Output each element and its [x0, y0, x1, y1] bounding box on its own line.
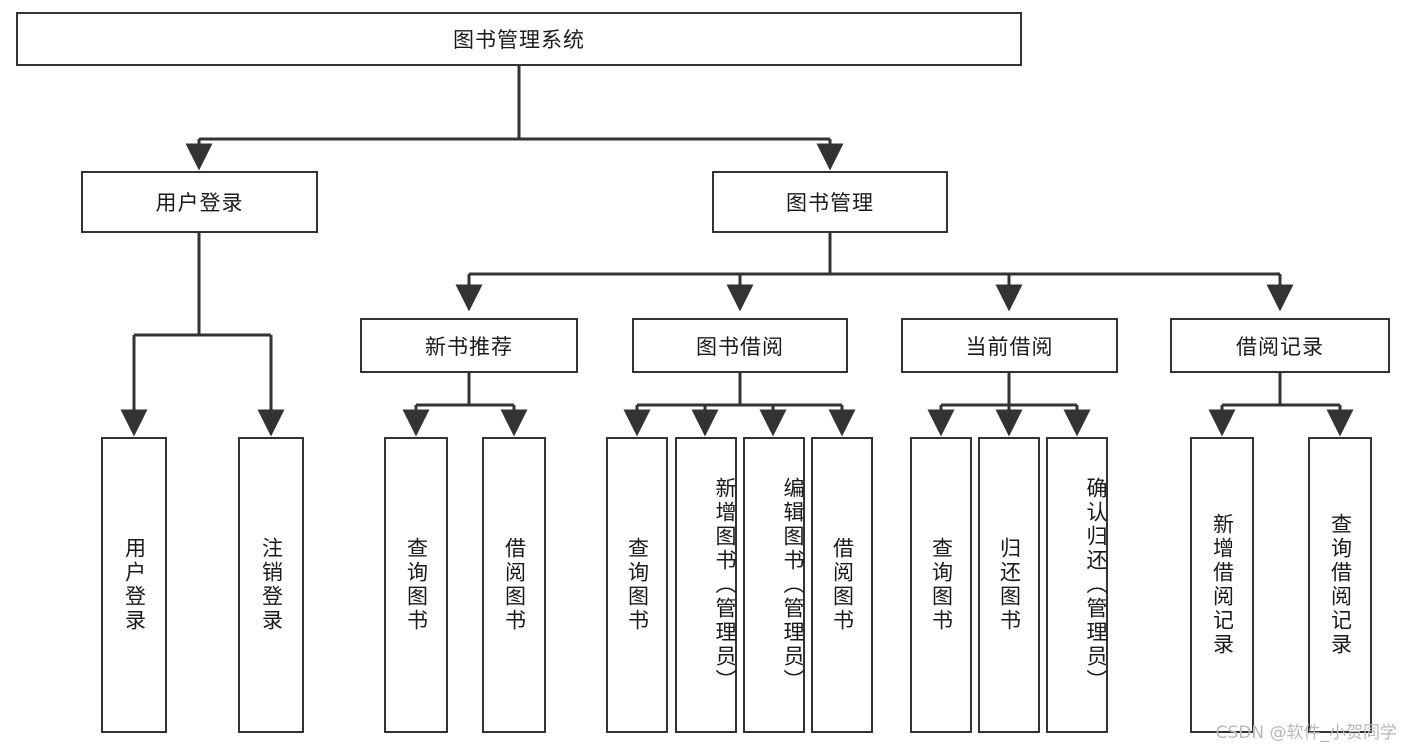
node-root[interactable]: 图书管理系统: [16, 12, 1022, 66]
node-borrow-record-label: 借阅记录: [1236, 334, 1324, 359]
node-leaf-query-book-1-label: 查询图书: [404, 537, 429, 633]
node-user-login-label: 用户登录: [155, 191, 244, 215]
node-leaf-edit-book-label: 编辑图书（管理员）: [781, 477, 805, 693]
node-leaf-query-book-2[interactable]: 查询图书: [606, 437, 668, 733]
node-current-borrow[interactable]: 当前借阅: [901, 318, 1118, 373]
node-leaf-edit-book[interactable]: 编辑图书（管理员）: [743, 437, 805, 733]
watermark-text: CSDN @软件_小贺同学: [1215, 723, 1397, 743]
node-leaf-query-book-3-label: 查询图书: [929, 537, 954, 633]
node-new-book-recommend-label: 新书推荐: [425, 334, 513, 359]
node-leaf-return-book[interactable]: 归还图书: [978, 437, 1040, 733]
node-leaf-query-book-1[interactable]: 查询图书: [384, 437, 448, 733]
node-current-borrow-label: 当前借阅: [965, 334, 1054, 359]
node-leaf-query-book-2-label: 查询图书: [625, 537, 650, 633]
node-user-login[interactable]: 用户登录: [81, 171, 318, 233]
node-book-borrow[interactable]: 图书借阅: [632, 318, 848, 373]
node-leaf-query-record[interactable]: 查询借阅记录: [1308, 437, 1372, 733]
node-leaf-user-login-label: 用户登录: [122, 537, 147, 633]
node-leaf-add-book[interactable]: 新增图书（管理员）: [675, 437, 737, 733]
node-book-manage-label: 图书管理: [786, 191, 874, 215]
node-leaf-add-book-label: 新增图书（管理员）: [713, 477, 737, 693]
node-leaf-borrow-book-2-label: 借阅图书: [830, 537, 855, 633]
node-leaf-add-record-label: 新增借阅记录: [1210, 513, 1235, 657]
node-leaf-borrow-book-2[interactable]: 借阅图书: [811, 437, 873, 733]
node-leaf-return-book-label: 归还图书: [997, 537, 1022, 633]
node-book-manage[interactable]: 图书管理: [712, 171, 948, 233]
node-leaf-borrow-book-1[interactable]: 借阅图书: [482, 437, 546, 733]
node-root-label: 图书管理系统: [453, 28, 585, 52]
node-leaf-query-book-3[interactable]: 查询图书: [910, 437, 972, 733]
node-leaf-confirm-return-label: 确认归还（管理员）: [1084, 477, 1108, 693]
node-leaf-user-logout-label: 注销登录: [259, 537, 284, 633]
node-leaf-user-logout[interactable]: 注销登录: [238, 437, 304, 733]
node-book-borrow-label: 图书借阅: [696, 334, 784, 359]
node-leaf-add-record[interactable]: 新增借阅记录: [1190, 437, 1254, 733]
node-leaf-borrow-book-1-label: 借阅图书: [502, 537, 527, 633]
node-new-book-recommend[interactable]: 新书推荐: [360, 318, 578, 373]
node-leaf-query-record-label: 查询借阅记录: [1328, 513, 1353, 657]
node-leaf-confirm-return[interactable]: 确认归还（管理员）: [1046, 437, 1108, 733]
node-borrow-record[interactable]: 借阅记录: [1170, 318, 1390, 373]
node-leaf-user-login[interactable]: 用户登录: [101, 437, 167, 733]
